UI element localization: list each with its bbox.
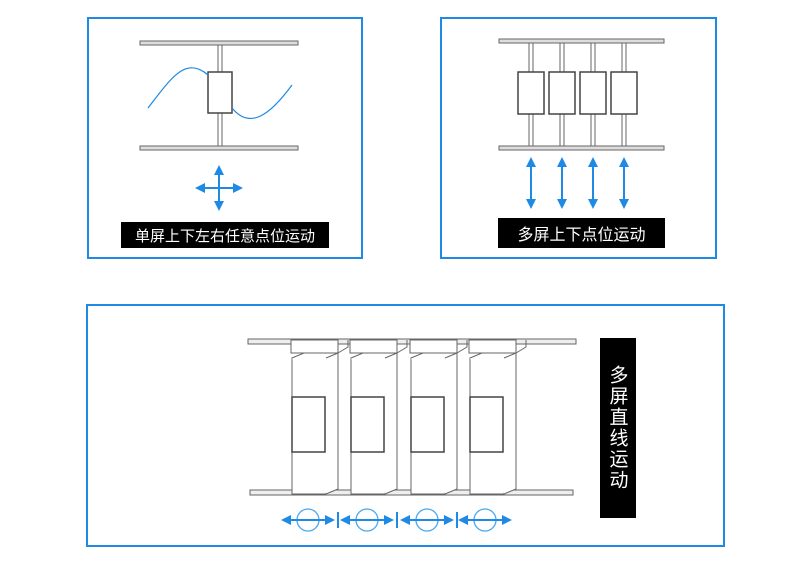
single-screen-rig [139,40,299,151]
label-multi-linear: 多屏直线运动 [600,338,636,518]
label-multi-vertical: 多屏上下点位运动 [498,218,665,248]
panel-single-frame [87,17,363,259]
panel-multi-vertical-frame [440,17,717,259]
screen-post [610,43,638,146]
screen-unit [290,339,349,495]
sine-wave-path [147,67,293,120]
screen-unit [409,339,468,495]
panel-multi-linear-frame [86,304,725,547]
screen-unit [468,339,527,495]
multi-screen-rig [498,38,665,151]
horizontal-arrows [281,508,512,532]
linear-rig [247,338,577,496]
vertical-arrows [526,157,629,209]
screen-post [579,43,607,146]
screen-unit [349,339,408,495]
label-single-screen: 单屏上下左右任意点位运动 [121,222,329,248]
screen-post [517,43,545,146]
cross-arrow-icon [195,165,243,211]
screen-post [548,43,576,146]
